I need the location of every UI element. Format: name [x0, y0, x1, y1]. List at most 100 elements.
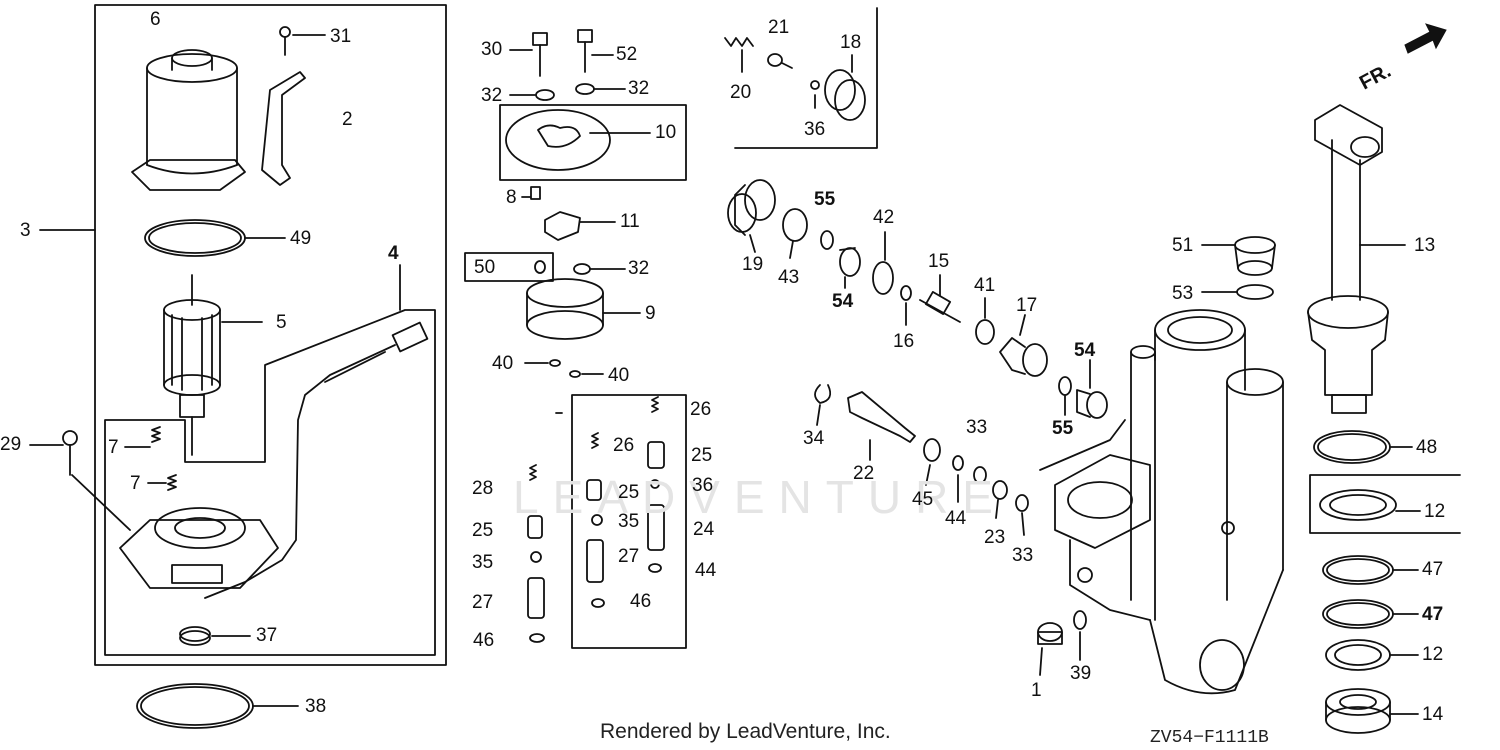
callout-label: 26 — [690, 399, 712, 420]
motor-housing-part — [131, 49, 246, 191]
clip-34-part — [814, 384, 832, 426]
callout-label: 46 — [473, 630, 495, 651]
spring-7b-part — [147, 474, 177, 491]
callout-label: 32 — [481, 85, 503, 106]
callout-label: 42 — [873, 207, 895, 228]
oring-42-part — [872, 231, 894, 295]
callout-label: 43 — [778, 267, 800, 288]
part-12-frame — [1309, 474, 1461, 534]
ring-12b-part — [1325, 639, 1419, 671]
valve-17-part — [999, 314, 1048, 377]
diagram-code: ZV54−F1111B — [1150, 728, 1269, 748]
callout-label: 16 — [893, 331, 915, 352]
washer-32b-part — [575, 83, 626, 95]
callout-label: 32 — [628, 78, 650, 99]
callout-label: 47 — [1422, 604, 1444, 625]
callout-label: 55 — [1052, 418, 1074, 439]
ring-33b-part — [1015, 494, 1029, 536]
callout-label: 9 — [645, 303, 656, 324]
ring-33a-part — [973, 466, 987, 484]
callout-label: 24 — [693, 519, 715, 540]
callout-label: 15 — [928, 251, 950, 272]
shaft-15-part — [919, 274, 961, 323]
callout-label: 32 — [628, 258, 650, 279]
valve-54a-part — [839, 247, 861, 289]
spring-16-part — [900, 285, 912, 326]
callout-label: 40 — [492, 353, 514, 374]
callout-label: 50 — [474, 257, 496, 278]
callout-label: 18 — [840, 32, 862, 53]
callout-label: 12 — [1424, 501, 1446, 522]
callout-label: 5 — [276, 312, 287, 333]
callout-label: 25 — [618, 482, 640, 503]
motor-end-cover-part — [119, 507, 279, 589]
screw-21-part — [767, 53, 793, 69]
oring-53-part — [1201, 284, 1274, 300]
cap-51-part — [1201, 236, 1276, 276]
oring-55a-part — [820, 230, 834, 250]
oring-45-part — [923, 438, 941, 486]
cylinder-leader-frame — [1039, 419, 1126, 471]
relief-group-frame — [571, 394, 687, 649]
callout-label: 36 — [692, 475, 714, 496]
valve-54b-part — [1076, 359, 1108, 419]
callout-label: 33 — [1012, 545, 1034, 566]
washer-32a-part — [509, 89, 555, 101]
callout-label: 1 — [1031, 680, 1042, 701]
washer-44b-part — [952, 455, 964, 503]
callout-label: 21 — [768, 17, 790, 38]
callout-label: 14 — [1422, 704, 1444, 725]
callout-label: 8 — [506, 187, 517, 208]
callout-label: 38 — [305, 696, 327, 717]
plug-1-part — [1037, 622, 1063, 676]
callout-label: 44 — [945, 508, 967, 529]
callout-label: 34 — [803, 428, 825, 449]
callout-label: 26 — [613, 435, 635, 456]
pin-8-part — [521, 186, 541, 200]
callout-label: 7 — [130, 473, 141, 494]
callout-label: 52 — [616, 44, 638, 65]
callout-label: 19 — [742, 254, 764, 275]
shaft-22-part — [847, 391, 916, 461]
callout-label: 23 — [984, 527, 1006, 548]
bracket-part — [261, 71, 306, 186]
callout-label: 35 — [472, 552, 494, 573]
rendered-by-credit: Rendered by LeadVenture, Inc. — [600, 720, 891, 743]
callout-label: 31 — [330, 26, 352, 47]
forward-arrow-icon — [1404, 23, 1447, 54]
piston-14-part — [1325, 688, 1419, 734]
callout-label: 37 — [256, 625, 278, 646]
part-50-shape — [534, 260, 546, 274]
callout-label: 49 — [290, 228, 312, 249]
callout-label: 7 — [108, 437, 119, 458]
callout-label: 29 — [0, 434, 22, 455]
callout-label: 13 — [1414, 235, 1436, 256]
callout-label: 47 — [1422, 559, 1444, 580]
plate-10-part — [505, 109, 651, 171]
harness-part — [204, 264, 429, 599]
oring-38-part — [136, 683, 299, 729]
ball-36-part — [810, 80, 820, 109]
callout-label: 33 — [966, 417, 988, 438]
callout-label: 48 — [1416, 437, 1438, 458]
check-balls-40-part — [524, 359, 604, 378]
washer-39-part — [1073, 610, 1087, 661]
ring-48-part — [1313, 430, 1413, 464]
piston-19-part — [727, 179, 776, 253]
ring-47b-part — [1322, 599, 1419, 629]
bolt-29-part — [29, 430, 131, 531]
relief-parts-right — [586, 396, 665, 608]
callout-label: 44 — [695, 560, 717, 581]
oring-55b-part — [1058, 376, 1072, 416]
callout-label: 12 — [1422, 644, 1444, 665]
cylinder-body-part — [1054, 309, 1284, 695]
spring-20-part — [724, 37, 754, 73]
motor-group-frame — [39, 4, 447, 666]
top-right-frame — [734, 7, 878, 149]
callout-label: 20 — [730, 82, 752, 103]
callout-label: 22 — [853, 463, 875, 484]
callout-label: 28 — [472, 478, 494, 499]
callout-label: 27 — [472, 592, 494, 613]
